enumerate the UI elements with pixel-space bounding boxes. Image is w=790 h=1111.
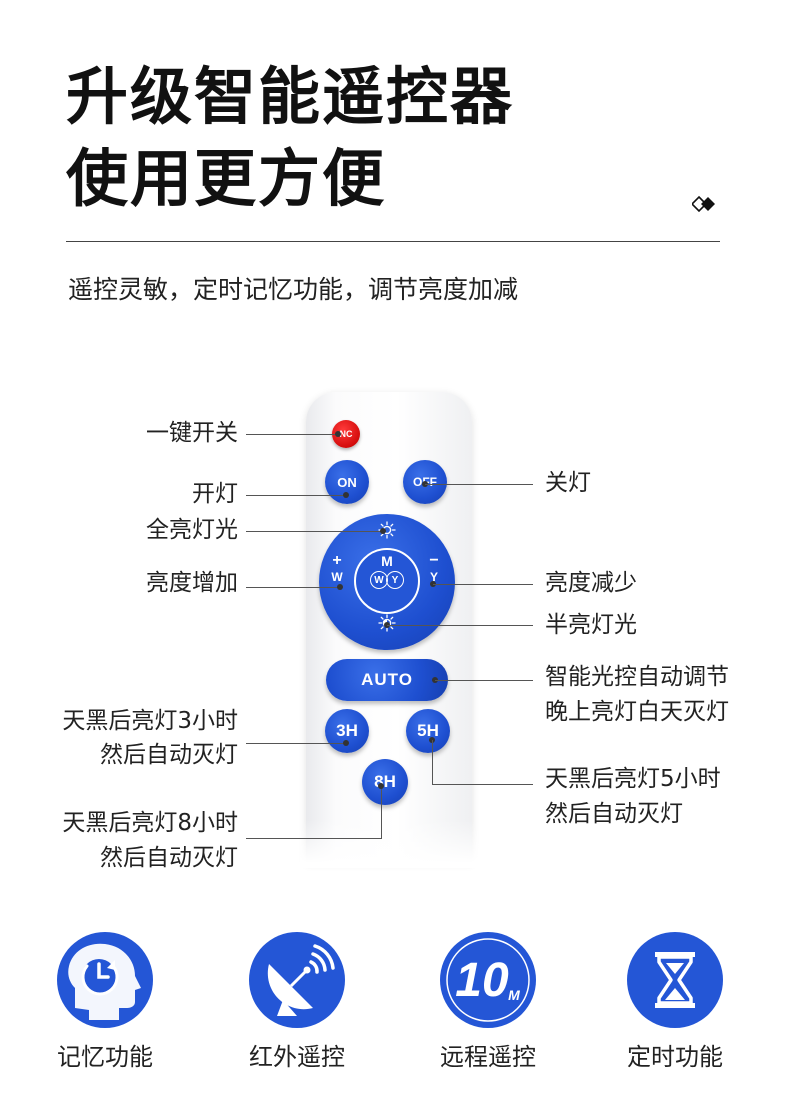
hourglass-icon bbox=[627, 932, 723, 1028]
feature-memory-label: 记忆功能 bbox=[57, 1043, 153, 1071]
page-title-line1: 升级智能遥控器 bbox=[66, 60, 515, 133]
callout-off: 关灯 bbox=[545, 470, 591, 496]
callout-half-bright: 半亮灯光 bbox=[545, 612, 637, 638]
callout-timer5-hline bbox=[432, 784, 533, 785]
callout-auto-line1: 智能光控自动调节 bbox=[545, 664, 729, 690]
feature-infrared-label: 红外遥控 bbox=[249, 1043, 345, 1071]
callout-off-line bbox=[425, 484, 533, 485]
callout-timer8-hline bbox=[246, 838, 382, 839]
callout-timer3-line bbox=[246, 743, 346, 744]
feature-timer-label: 定时功能 bbox=[627, 1043, 723, 1071]
callout-increase-line bbox=[246, 587, 340, 588]
callout-timer5-vline bbox=[432, 740, 433, 784]
callout-timer5-line2: 然后自动灭灯 bbox=[545, 801, 683, 827]
callout-increase: 亮度增加 bbox=[146, 570, 238, 596]
timer-5h-button[interactable]: 5H bbox=[406, 709, 450, 753]
center-y-label: Y bbox=[386, 571, 404, 589]
satellite-dish-icon bbox=[249, 932, 345, 1028]
callout-timer3-dot bbox=[343, 740, 349, 746]
mode-center-label: M bbox=[381, 553, 393, 569]
callout-auto-line bbox=[435, 680, 533, 681]
remote-bottom-fade bbox=[300, 820, 480, 868]
callout-power-dot bbox=[335, 431, 341, 437]
dpad-left-letter[interactable]: W bbox=[331, 570, 343, 584]
callout-increase-dot bbox=[337, 584, 343, 590]
callout-timer8-dot bbox=[378, 783, 384, 789]
callout-power-line bbox=[246, 434, 338, 435]
callout-on-line bbox=[246, 495, 346, 496]
callout-timer8-vline bbox=[381, 786, 382, 839]
diamond-decoration-icon bbox=[692, 195, 715, 213]
callout-power: 一键开关 bbox=[146, 420, 238, 446]
callout-timer3-line1: 天黑后亮灯3小时 bbox=[62, 708, 238, 734]
ten-meter-icon: 10 M bbox=[440, 932, 536, 1028]
callout-timer8-line2: 然后自动灭灯 bbox=[100, 845, 238, 871]
ten-meter-number: 10 bbox=[455, 954, 509, 1007]
callout-decrease: 亮度减少 bbox=[545, 570, 637, 596]
callout-full-bright-line bbox=[246, 531, 382, 532]
callout-full-bright-dot bbox=[380, 528, 386, 534]
dpad-right-letter[interactable]: Y bbox=[429, 570, 438, 584]
head-clock-icon bbox=[57, 932, 153, 1028]
page-subtitle: 遥控灵敏，定时记忆功能，调节亮度加减 bbox=[68, 275, 519, 304]
auto-button[interactable]: AUTO bbox=[326, 659, 448, 701]
callout-timer8-line1: 天黑后亮灯8小时 bbox=[62, 810, 238, 836]
callout-on-dot bbox=[343, 492, 349, 498]
ten-meter-unit: M bbox=[508, 987, 520, 1003]
header-divider bbox=[66, 241, 720, 242]
dpad-minus-sign[interactable]: − bbox=[429, 552, 439, 569]
callout-decrease-line bbox=[433, 584, 533, 585]
timer-8h-button[interactable]: 8H bbox=[362, 759, 408, 805]
dpad-plus-sign[interactable]: + bbox=[332, 552, 342, 569]
callout-auto-line2: 晚上亮灯白天灭灯 bbox=[545, 699, 729, 725]
callout-half-bright-line bbox=[387, 625, 533, 626]
timer-3h-button[interactable]: 3H bbox=[325, 709, 369, 753]
callout-on: 开灯 bbox=[192, 481, 238, 507]
feature-remote-range-label: 远程遥控 bbox=[440, 1043, 536, 1071]
callout-timer3-line2: 然后自动灭灯 bbox=[100, 742, 238, 768]
callout-full-bright: 全亮灯光 bbox=[146, 517, 238, 543]
page-title-line2: 使用更方便 bbox=[66, 142, 387, 215]
callout-timer5-line1: 天黑后亮灯5小时 bbox=[545, 766, 721, 792]
